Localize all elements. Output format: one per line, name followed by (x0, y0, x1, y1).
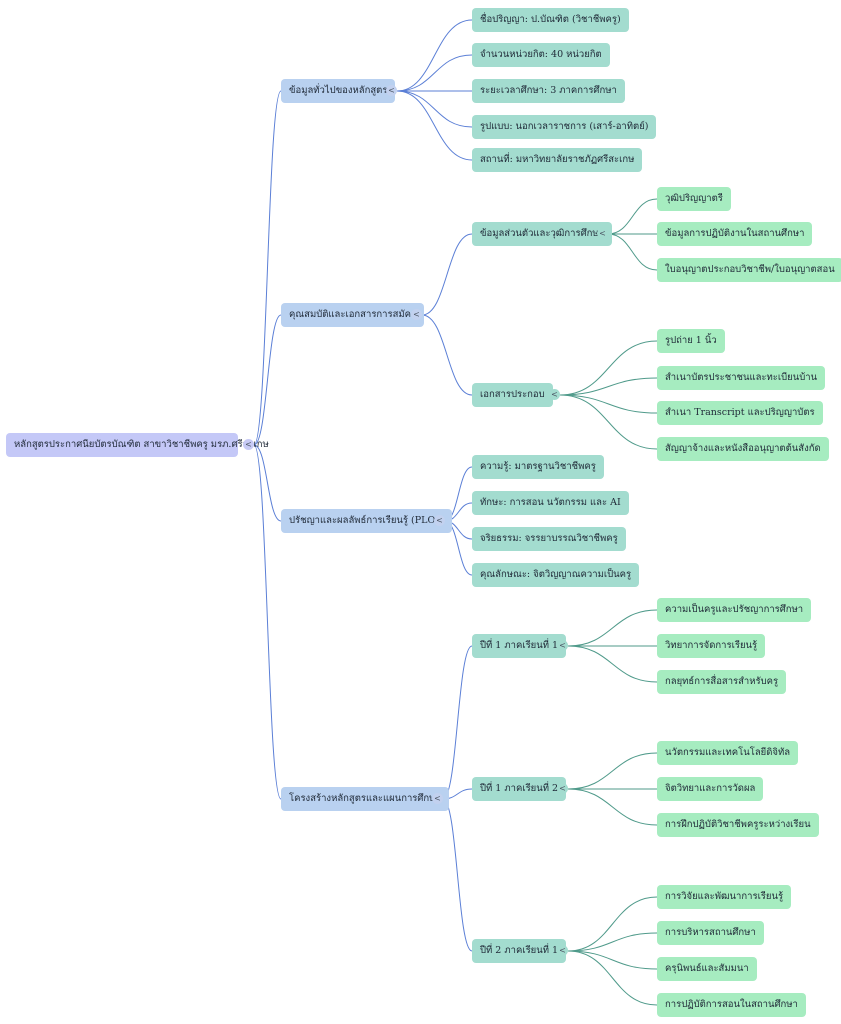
leaf-node[interactable]: สำเนา Transcript และปริญญาบัตร (657, 401, 823, 425)
connector-line (396, 90, 473, 161)
leaf-node[interactable]: คุณลักษณะ: จิตวิญญาณความเป็นครู (472, 563, 640, 587)
leaf-node[interactable]: ข้อมูลการปฏิบัติงานในสถานศึกษา (657, 222, 813, 246)
connector-line (442, 645, 473, 800)
subbranch-documents[interactable]: เอกสารประกอบ (472, 383, 553, 407)
branch-qualifications[interactable]: คุณสมบัติและเอกสารการสมัคร (281, 303, 425, 327)
leaf-node[interactable]: ครุนิพนธ์และสัมมนา (657, 957, 757, 981)
connector-line (559, 394, 658, 450)
connector-line (567, 950, 658, 970)
leaf-node[interactable]: สัญญาจ้างและหนังสืออนุญาตต้นสังกัด (657, 437, 829, 461)
leaf-node[interactable]: นวัตกรรมและเทคโนโลยีดิจิทัล (657, 741, 799, 765)
leaf-node[interactable]: จำนวนหน่วยกิต: 40 หน่วยกิต (472, 43, 610, 67)
connector-line (253, 444, 282, 522)
collapse-icon[interactable]: < (597, 228, 608, 239)
leaf-node[interactable]: จิตวิทยาและการวัดผล (657, 777, 764, 801)
subbranch-year1-term1[interactable]: ปีที่ 1 ภาคเรียนที่ 1 (472, 634, 567, 658)
connector-line (253, 314, 282, 446)
collapse-icon[interactable]: < (549, 389, 560, 400)
leaf-node[interactable]: กลยุทธ์การสื่อสารสำหรับครู (657, 670, 787, 694)
subbranch-year2-term1[interactable]: ปีที่ 2 ภาคเรียนที่ 1 (472, 939, 567, 963)
leaf-node[interactable]: ความเป็นครูและปรัชญาการศึกษา (657, 598, 812, 622)
collapse-icon[interactable]: < (432, 793, 443, 804)
connector-line (567, 645, 658, 683)
connector-line (421, 233, 473, 316)
root-node[interactable]: หลักสูตรประกาศนียบัตรบัณฑิต สาขาวิชาชีพค… (6, 433, 269, 457)
connector-line (396, 54, 473, 92)
branch-plos[interactable]: ปรัชญาและผลลัพธ์การเรียนรู้ (PLOs) (281, 509, 452, 533)
collapse-icon[interactable]: < (434, 515, 445, 526)
leaf-node[interactable]: ใบอนุญาตประกอบวิชาชีพ/ใบอนุญาตสอน (657, 258, 841, 282)
leaf-node[interactable]: ชื่อปริญญา: ป.บัณฑิต (วิชาชีพครู) (472, 8, 629, 32)
connector-line (567, 788, 658, 826)
connector-line (567, 932, 658, 952)
connector-line (607, 233, 658, 271)
connector-line (559, 340, 658, 396)
branch-curriculum-structure[interactable]: โครงสร้างหลักสูตรและแผนการศึกษา (281, 787, 449, 811)
leaf-node[interactable]: ทักษะ: การสอน นวัตกรรม และ AI (472, 491, 629, 515)
leaf-node[interactable]: รูปแบบ: นอกเวลาราชการ (เสาร์-อาทิตย์) (472, 115, 657, 139)
connector-line (396, 90, 473, 128)
connector-line (607, 198, 658, 235)
leaf-node[interactable]: วิทยาการจัดการเรียนรู้ (657, 634, 766, 658)
connector-line (559, 377, 658, 396)
leaf-node[interactable]: รูปถ่าย 1 นิ้ว (657, 329, 725, 353)
connector-line (567, 950, 658, 1006)
leaf-node[interactable]: สำเนาบัตรประชาชนและทะเบียนบ้าน (657, 366, 826, 390)
connector-line (253, 90, 282, 446)
leaf-node[interactable]: การบริหารสถานศึกษา (657, 921, 764, 945)
connector-line (442, 798, 473, 952)
leaf-node[interactable]: การวิจัยและพัฒนาการเรียนรู้ (657, 885, 792, 909)
connector-line (396, 19, 473, 92)
leaf-node[interactable]: วุฒิปริญญาตรี (657, 187, 731, 211)
collapse-icon[interactable]: < (557, 945, 568, 956)
connector-line (567, 752, 658, 790)
collapse-icon[interactable]: < (386, 85, 397, 96)
leaf-node[interactable]: สถานที่: มหาวิทยาลัยราชภัฏศรีสะเกษ (472, 148, 643, 172)
leaf-node[interactable]: ความรู้: มาตรฐานวิชาชีพครู (472, 455, 604, 479)
subbranch-year1-term2[interactable]: ปีที่ 1 ภาคเรียนที่ 2 (472, 777, 567, 801)
collapse-icon[interactable]: < (411, 309, 422, 320)
branch-general-info[interactable]: ข้อมูลทั่วไปของหลักสูตร (281, 79, 396, 103)
collapse-icon[interactable]: < (557, 783, 568, 794)
leaf-node[interactable]: ระยะเวลาศึกษา: 3 ภาคการศึกษา (472, 79, 625, 103)
collapse-icon[interactable]: < (243, 439, 254, 450)
connector-line (567, 896, 658, 952)
subbranch-personal-info[interactable]: ข้อมูลส่วนตัวและวุฒิการศึกษา (472, 222, 612, 246)
connector-line (253, 444, 282, 800)
connector-line (559, 394, 658, 414)
leaf-node[interactable]: การฝึกปฏิบัติวิชาชีพครูระหว่างเรียน (657, 813, 819, 837)
connector-line (567, 609, 658, 647)
leaf-node[interactable]: จริยธรรม: จรรยาบรรณวิชาชีพครู (472, 527, 626, 551)
collapse-icon[interactable]: < (557, 640, 568, 651)
leaf-node[interactable]: การปฏิบัติการสอนในสถานศึกษา (657, 993, 806, 1017)
connector-line (421, 314, 473, 396)
